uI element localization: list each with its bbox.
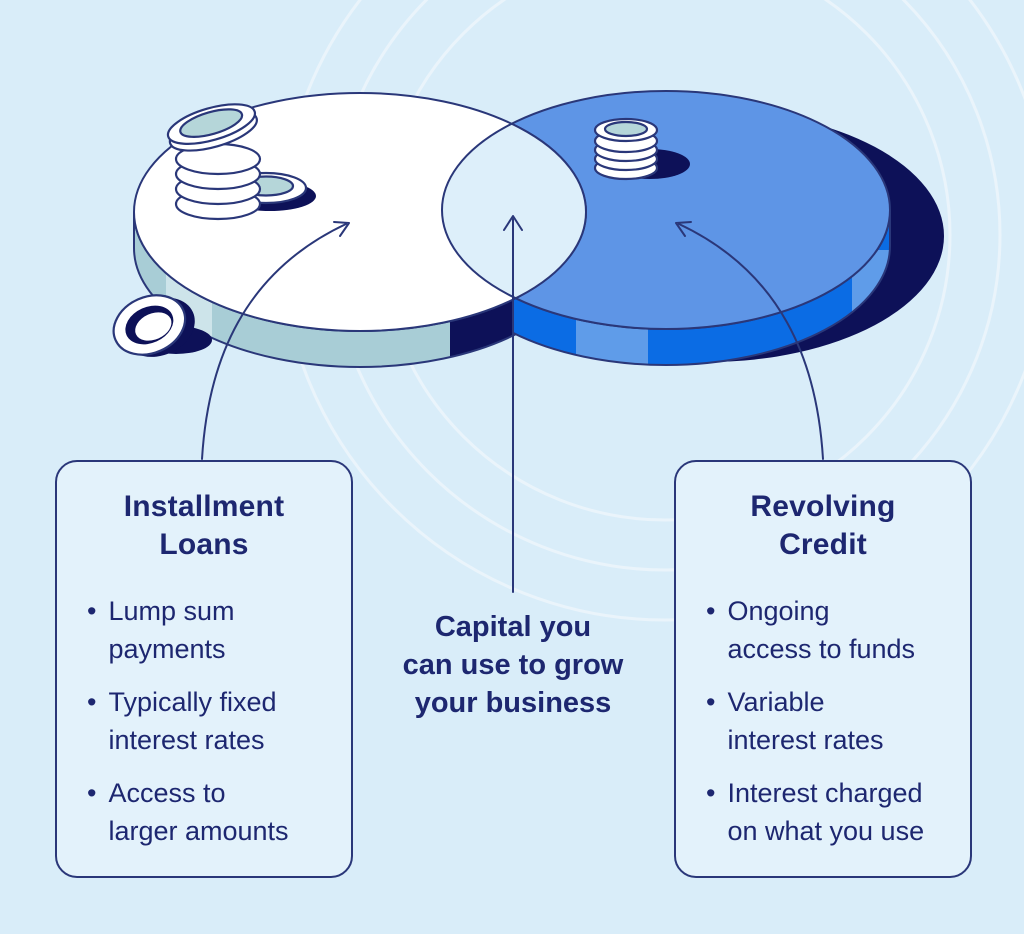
bullet-list: • Ongoing access to funds • Variable interest… — [700, 592, 946, 850]
arrow-to-right-disc — [675, 221, 824, 460]
text-line: Credit — [779, 528, 867, 561]
bullet-text: Lump sum payments — [108, 592, 234, 668]
text-line: access to funds — [727, 634, 916, 664]
bullet-text: Variable interest rates — [727, 683, 883, 759]
text-line: Revolving — [750, 490, 896, 523]
text-line: Typically fixed — [108, 687, 277, 717]
bullet-text: Typically fixed interest rates — [108, 683, 276, 759]
bullet-list: • Lump sum payments • Typically fixed interes… — [81, 592, 327, 850]
bullet-item: • Variable interest rates — [706, 683, 946, 759]
text-line: Lump sum — [108, 596, 235, 626]
bullet-dot-icon: • — [706, 687, 716, 717]
text-line: Ongoing — [727, 596, 830, 626]
text-line: Loans — [159, 528, 249, 561]
text-line: can use to grow — [402, 649, 624, 681]
bullet-dot-icon: • — [706, 596, 716, 626]
coin-icon — [112, 294, 212, 357]
text-line: payments — [108, 634, 226, 664]
intersection-label: Capital you can use to grow your business — [383, 608, 643, 722]
bullet-dot-icon: • — [87, 596, 97, 626]
bullet-text: Interest charged on what you use — [727, 774, 924, 850]
text-line: Variable — [727, 687, 825, 717]
text-line: Interest charged — [727, 778, 923, 808]
text-line: on what you use — [727, 816, 925, 846]
bullet-dot-icon: • — [87, 687, 97, 717]
bullet-item: • Ongoing access to funds — [706, 592, 946, 668]
bullet-text: Ongoing access to funds — [727, 592, 915, 668]
bullet-text: Access to larger amounts — [108, 774, 288, 850]
bullet-dot-icon: • — [706, 778, 716, 808]
text-line: Capital you — [434, 611, 592, 643]
coin-stack-icon — [593, 117, 690, 181]
arrow-to-intersection — [503, 215, 523, 593]
arrow-to-left-disc — [201, 221, 350, 460]
text-line: your business — [414, 687, 612, 719]
text-line: Installment — [123, 490, 285, 523]
bullet-item: • Typically fixed interest rates — [87, 683, 327, 759]
text-line: Access to — [108, 778, 226, 808]
venn-intersection — [441, 92, 587, 330]
bullet-item: • Interest charged on what you use — [706, 774, 946, 850]
text-line: larger amounts — [108, 816, 289, 846]
bullet-item: • Lump sum payments — [87, 592, 327, 668]
coin-stack-icon — [166, 103, 316, 221]
text-line: interest rates — [727, 725, 884, 755]
text-line: interest rates — [108, 725, 265, 755]
bullet-dot-icon: • — [87, 778, 97, 808]
bullet-item: • Access to larger amounts — [87, 774, 327, 850]
